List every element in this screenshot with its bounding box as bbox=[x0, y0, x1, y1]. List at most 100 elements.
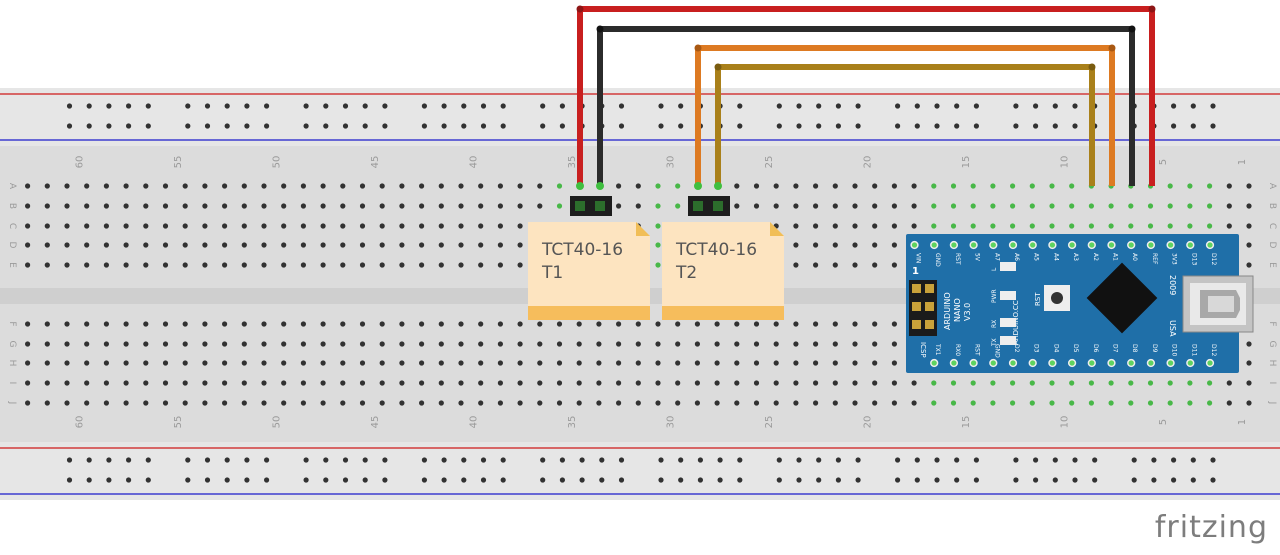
breadboard-hole[interactable] bbox=[103, 203, 109, 209]
breadboard-hole[interactable] bbox=[773, 400, 779, 406]
rail-hole[interactable] bbox=[776, 457, 782, 463]
breadboard-hole[interactable] bbox=[103, 242, 109, 248]
rail-hole[interactable] bbox=[204, 457, 211, 463]
rail-hole[interactable] bbox=[559, 477, 566, 483]
breadboard-hole[interactable] bbox=[25, 203, 31, 209]
rail-hole[interactable] bbox=[559, 457, 566, 463]
breadboard-hole[interactable] bbox=[222, 242, 228, 248]
rail-hole[interactable] bbox=[1033, 123, 1039, 129]
breadboard-hole[interactable] bbox=[478, 223, 484, 229]
rail-hole[interactable] bbox=[835, 103, 842, 109]
breadboard-hole[interactable] bbox=[359, 341, 366, 347]
breadboard-hole[interactable] bbox=[438, 341, 444, 347]
rail-hole[interactable] bbox=[678, 103, 684, 109]
breadboard-hole[interactable] bbox=[872, 242, 878, 248]
breadboard-hole[interactable] bbox=[734, 341, 740, 347]
rail-hole[interactable] bbox=[264, 103, 270, 109]
rail-hole[interactable] bbox=[421, 123, 427, 129]
breadboard-hole[interactable] bbox=[419, 203, 425, 209]
breadboard-hole[interactable] bbox=[222, 341, 228, 347]
rail-hole[interactable] bbox=[461, 103, 467, 109]
breadboard-hole[interactable] bbox=[773, 183, 779, 189]
breadboard-hole[interactable] bbox=[143, 242, 149, 248]
rail-hole[interactable] bbox=[66, 457, 73, 463]
breadboard-hole[interactable] bbox=[143, 360, 149, 366]
breadboard-hole[interactable] bbox=[1207, 223, 1213, 229]
breadboard-hole[interactable] bbox=[222, 203, 228, 209]
breadboard-hole[interactable] bbox=[458, 242, 464, 248]
rail-hole[interactable] bbox=[835, 457, 842, 463]
breadboard-hole[interactable] bbox=[596, 380, 602, 386]
rail-hole[interactable] bbox=[461, 477, 467, 483]
rail-hole[interactable] bbox=[796, 123, 802, 129]
breadboard-hole[interactable] bbox=[300, 223, 306, 229]
breadboard-hole[interactable] bbox=[1069, 183, 1075, 189]
breadboard-hole[interactable] bbox=[517, 380, 523, 386]
breadboard-hole[interactable] bbox=[1108, 400, 1114, 406]
breadboard-hole[interactable] bbox=[714, 321, 720, 327]
breadboard-hole[interactable] bbox=[753, 360, 760, 366]
wire-orange[interactable] bbox=[695, 45, 1115, 186]
breadboard-hole[interactable] bbox=[872, 262, 878, 268]
rail-hole[interactable] bbox=[342, 457, 349, 463]
breadboard-hole[interactable] bbox=[1049, 203, 1055, 209]
t1-header[interactable] bbox=[570, 196, 612, 216]
breadboard-hole[interactable] bbox=[44, 400, 50, 406]
tct40-16-t2[interactable]: TCT40-16 T2 bbox=[662, 222, 784, 320]
breadboard-hole[interactable] bbox=[576, 321, 582, 327]
breadboard-hole[interactable] bbox=[1207, 203, 1213, 209]
breadboard-hole[interactable] bbox=[537, 400, 543, 406]
breadboard-hole[interactable] bbox=[1246, 380, 1252, 386]
breadboard-hole[interactable] bbox=[182, 262, 188, 268]
nano-bottom-pin[interactable] bbox=[1107, 358, 1116, 368]
rail-hole[interactable] bbox=[66, 103, 73, 109]
breadboard-hole[interactable] bbox=[300, 341, 306, 347]
rail-hole[interactable] bbox=[500, 103, 506, 109]
breadboard-hole[interactable] bbox=[1010, 223, 1016, 229]
breadboard-hole[interactable] bbox=[438, 321, 444, 327]
breadboard-hole[interactable] bbox=[694, 360, 701, 366]
rail-hole[interactable] bbox=[323, 477, 329, 483]
breadboard-hole[interactable] bbox=[556, 380, 563, 386]
rail-hole[interactable] bbox=[500, 477, 506, 483]
breadboard-hole[interactable] bbox=[340, 262, 346, 268]
rail-hole[interactable] bbox=[1013, 477, 1019, 483]
rail-hole[interactable] bbox=[66, 123, 73, 129]
breadboard-hole[interactable] bbox=[872, 341, 878, 347]
breadboard-hole[interactable] bbox=[478, 183, 484, 189]
rail-hole[interactable] bbox=[185, 103, 191, 109]
breadboard-hole[interactable] bbox=[734, 360, 740, 366]
breadboard-hole[interactable] bbox=[64, 400, 70, 406]
breadboard-hole[interactable] bbox=[832, 321, 838, 327]
breadboard-hole[interactable] bbox=[1147, 400, 1154, 406]
breadboard-hole[interactable] bbox=[103, 223, 109, 229]
breadboard-hole[interactable] bbox=[419, 341, 425, 347]
breadboard-hole[interactable] bbox=[340, 360, 346, 366]
breadboard-hole[interactable] bbox=[517, 360, 523, 366]
rail-hole[interactable] bbox=[678, 477, 684, 483]
rail-hole[interactable] bbox=[382, 103, 388, 109]
rail-hole[interactable] bbox=[421, 103, 427, 109]
breadboard-hole[interactable] bbox=[202, 321, 208, 327]
breadboard-hole[interactable] bbox=[64, 360, 70, 366]
breadboard-hole[interactable] bbox=[931, 400, 937, 406]
breadboard-hole[interactable] bbox=[162, 321, 169, 327]
breadboard-hole[interactable] bbox=[537, 360, 543, 366]
rail-hole[interactable] bbox=[1131, 477, 1137, 483]
rail-hole[interactable] bbox=[914, 477, 920, 483]
breadboard-hole[interactable] bbox=[379, 380, 385, 386]
breadboard-hole[interactable] bbox=[458, 223, 464, 229]
breadboard-hole[interactable] bbox=[202, 223, 208, 229]
breadboard-hole[interactable] bbox=[123, 242, 129, 248]
rail-hole[interactable] bbox=[796, 477, 802, 483]
rail-hole[interactable] bbox=[540, 123, 546, 129]
rail-hole[interactable] bbox=[1151, 457, 1157, 463]
breadboard-hole[interactable] bbox=[281, 262, 287, 268]
rail-hole[interactable] bbox=[855, 477, 861, 483]
breadboard-hole[interactable] bbox=[793, 360, 799, 366]
breadboard-hole[interactable] bbox=[182, 380, 188, 386]
breadboard-hole[interactable] bbox=[222, 380, 228, 386]
breadboard-hole[interactable] bbox=[753, 341, 760, 347]
rail-hole[interactable] bbox=[1092, 477, 1098, 483]
breadboard-hole[interactable] bbox=[25, 360, 31, 366]
